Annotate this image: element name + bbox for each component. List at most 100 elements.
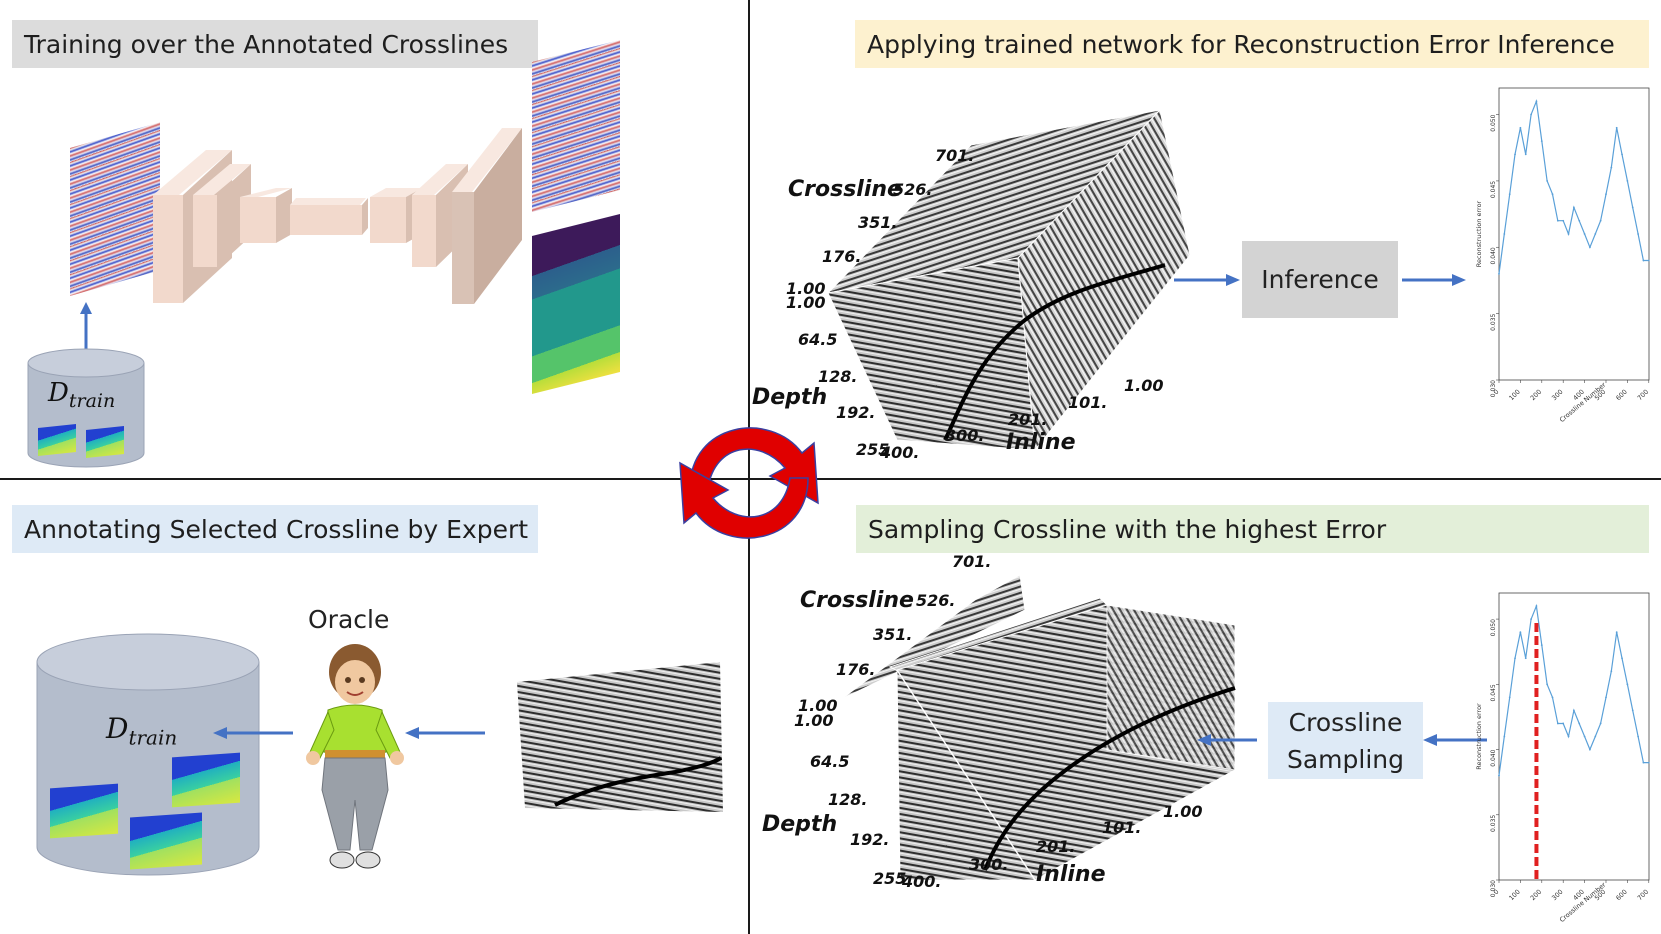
horizontal-divider: [0, 478, 1661, 480]
chart-top-error-point: [1615, 126, 1618, 129]
seismic-cube-bottom: [839, 574, 1236, 881]
tr-crossline-tick-4: 1.00: [786, 279, 826, 298]
title-applying: Applying trained network for Reconstruct…: [855, 20, 1649, 68]
net-block-2: [193, 195, 217, 267]
br-depth-tick-3: 192.: [850, 830, 890, 849]
mini-mask-1: [38, 424, 76, 456]
chart-bottom-error-point: [1599, 722, 1602, 725]
net-block-3-side: [276, 188, 292, 243]
chart-bottom-ytick-label: 0.045: [1490, 684, 1497, 701]
tr-inline-title: Inline: [1006, 430, 1076, 455]
chart-bottom-error-point: [1556, 722, 1559, 725]
chart-bottom-error-line: [1498, 603, 1649, 776]
br-inline-tick-4: 400.: [902, 872, 942, 891]
net-block-7-side: [474, 128, 522, 304]
title-sampling: Sampling Crossline with the highest Erro…: [856, 505, 1649, 553]
chart-top-error-point: [1621, 153, 1623, 156]
slice-horizon: [554, 756, 723, 807]
chart-top-error-point: [1610, 166, 1613, 169]
chart-top-ytick-label: 0.030: [1490, 380, 1497, 397]
chart-bottom-error-point: [1637, 735, 1639, 738]
mini-mask-2: [86, 426, 124, 458]
chart-top-error-line: [1498, 98, 1649, 274]
avatar-pants: [321, 757, 389, 851]
avatar-shoe-left: [329, 851, 355, 869]
dtrain-label-large: Dtrain: [106, 712, 178, 750]
chart-bottom-error-point: [1583, 735, 1586, 738]
arrow-sampling-to-cube-head: [1197, 734, 1211, 746]
output-segmentation-mask: [532, 214, 620, 394]
net-block-3: [240, 197, 276, 243]
net-block-7: [452, 192, 474, 304]
br-crossline-tick-3: 176.: [836, 660, 876, 679]
net-block-1-top: [153, 150, 232, 195]
network-blocks: [153, 128, 522, 304]
chart-bottom-error-point: [1642, 761, 1645, 764]
net-block-4-side: [362, 198, 368, 235]
tr-inline-tick-2: 201.: [1008, 410, 1048, 429]
tr-crossline-tick-2: 351.: [858, 213, 898, 232]
chart-bottom-xtick-label: 100: [1507, 888, 1521, 902]
chart-bottom-error-point: [1578, 722, 1581, 725]
chart-top-error-point: [1508, 193, 1511, 196]
chart-top-xtick-label: 100: [1507, 388, 1521, 402]
seismic-cube-top: [826, 108, 1191, 452]
net-block-4-top: [290, 198, 366, 205]
chart-bottom-error-point: [1503, 735, 1506, 738]
chart-top-error-point: [1503, 233, 1506, 235]
chart-top-error-point: [1642, 259, 1645, 262]
chart-top-error-point: [1594, 233, 1597, 235]
chart-bottom-error-point: [1551, 696, 1554, 699]
net-block-4: [290, 205, 362, 235]
chart-bottom-error-point: [1514, 657, 1516, 660]
chart-bottom-ylabel: Reconstruction error: [1475, 703, 1483, 770]
dtrain-label-small: Dtrain: [48, 378, 116, 413]
br-depth-tick-4: 255: [873, 869, 907, 888]
br-crossline-tick-1: 526.: [916, 591, 956, 610]
tr-depth-tick-0: 1.00: [786, 293, 826, 312]
chart-top-ytick-label: 0.050: [1490, 114, 1497, 131]
oracle-arrows: [213, 727, 485, 739]
chart-top-error-point: [1631, 206, 1634, 209]
chart-bottom-error-point: [1589, 748, 1591, 751]
br-depth-tick-0: 1.00: [794, 711, 834, 730]
chart-bottom-xlabel: Crossline Number: [1558, 881, 1608, 924]
br-depth-tick-2: 128.: [828, 790, 868, 809]
cube2-horizon: [983, 686, 1236, 871]
chart-bottom-error-point: [1524, 657, 1527, 660]
tr-crossline-tick-0: 701.: [935, 146, 975, 165]
title-annotating: Annotating Selected Crossline by Expert: [12, 505, 538, 553]
cube2-edge: [896, 669, 1036, 881]
br-inline-tick-2: 201.: [1036, 837, 1076, 856]
tr-depth-title: Depth: [752, 385, 828, 410]
chart-top-xtick-label: 0: [1492, 388, 1501, 397]
avatar-belt: [325, 750, 385, 758]
tr-inline-tick-0: 1.00: [1124, 376, 1164, 395]
chart-top-error-point: [1540, 140, 1543, 142]
arrow-slice-to-oracle-head: [405, 727, 419, 739]
chart-top-xlabel: Crossline Number: [1558, 381, 1608, 424]
title-training: Training over the Annotated Crosslines: [12, 20, 538, 68]
chart-top-xtick-label: 700: [1636, 388, 1650, 402]
large-mask-3: [130, 812, 202, 870]
chart-bottom-error-point: [1621, 657, 1623, 660]
inference-arrows: [1174, 274, 1466, 286]
chart-bottom-ytick-label: 0.030: [1490, 880, 1497, 897]
chart-top-xtick-label: 600: [1614, 388, 1628, 402]
chart-bottom-error-point: [1567, 735, 1570, 738]
tr-depth-tick-1: 64.5: [798, 330, 838, 349]
chart-bottom-xtick-label: 600: [1614, 888, 1628, 902]
net-block-6-top: [412, 164, 468, 195]
br-depth-tick-1: 64.5: [810, 752, 850, 771]
chart-bottom-error-point: [1615, 631, 1618, 634]
chart-bottom-error-point: [1498, 774, 1500, 777]
chart-bottom-plot-frame: [1498, 592, 1650, 881]
cube2-back-flap: [839, 574, 1026, 701]
vertical-divider: [748, 0, 750, 934]
chart-top-error-point: [1589, 246, 1591, 249]
cycle-arrows: [679, 427, 819, 539]
oracle-label: Oracle: [308, 605, 390, 634]
sampling-arrows: [1197, 734, 1487, 746]
chart-bottom-error-point: [1572, 709, 1575, 712]
